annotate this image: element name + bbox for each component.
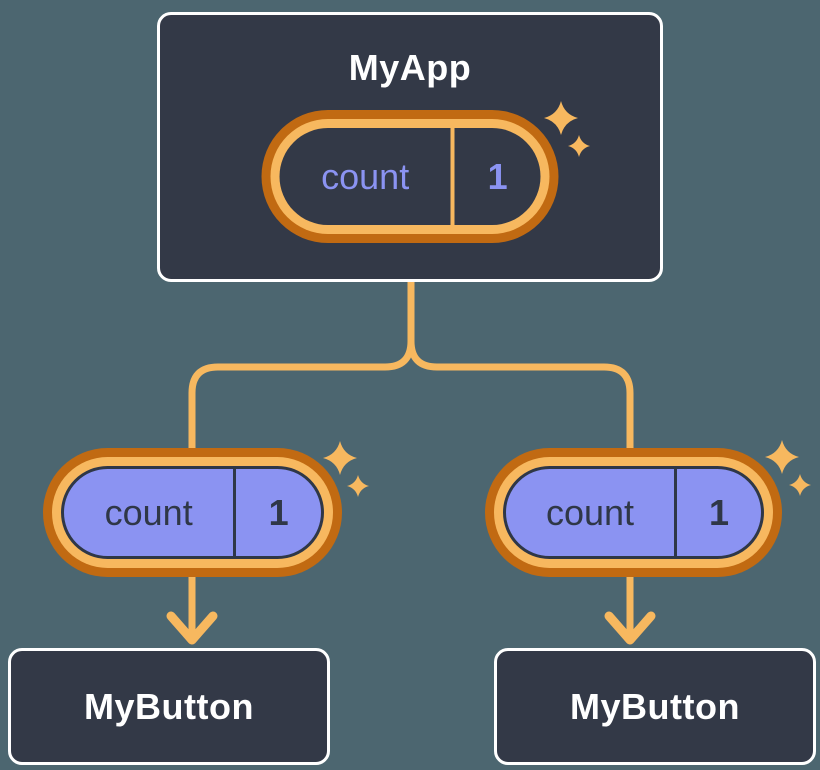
component-title-mybutton: MyButton [570,685,740,727]
arrowhead-down-right-icon [604,611,656,645]
sparkle-icon [323,441,369,497]
component-title-myapp: MyApp [348,47,472,88]
state-value: 1 [487,155,508,197]
pill-divider [450,128,455,225]
state-pill-right-child: count 1 [485,448,782,577]
component-node-mybutton-left: MyButton [8,648,330,765]
state-name: count [321,155,410,197]
sparkle-icon [765,440,811,496]
state-pill-ring: count 1 [270,119,550,234]
state-pill-myapp: count 1 [261,110,559,243]
component-node-myapp: MyApp count 1 [157,12,663,282]
sparkle-icon [544,101,590,157]
component-title-mybutton: MyButton [84,685,254,727]
state-name: count [104,491,193,533]
pill-divider [233,469,237,556]
arrowhead-down-left-icon [166,611,218,645]
connector-right-branch [407,278,634,644]
state-pill-body: count 1 [503,466,764,559]
state-pill-body: count 1 [279,128,541,225]
component-node-mybutton-right: MyButton [494,648,816,765]
state-value: 1 [268,491,289,533]
state-pill-ring: count 1 [494,457,773,568]
state-name: count [545,491,635,533]
state-pill-left-child: count 1 [43,448,342,577]
state-pill-body: count 1 [61,466,324,559]
state-pill-ring: count 1 [52,457,333,568]
pill-divider [674,469,677,556]
state-value: 1 [708,491,730,533]
